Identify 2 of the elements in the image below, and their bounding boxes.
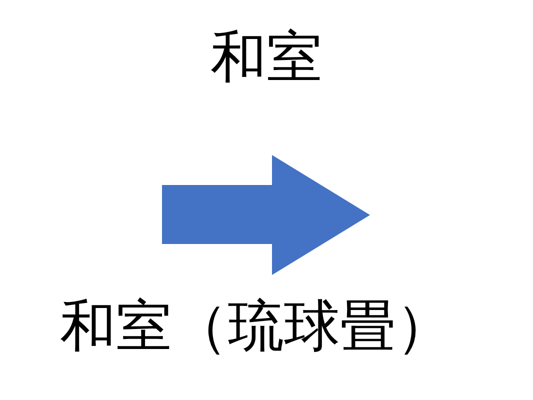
room-label: 和室（琉球畳） <box>60 295 452 357</box>
room-label: 和室 <box>210 26 324 88</box>
